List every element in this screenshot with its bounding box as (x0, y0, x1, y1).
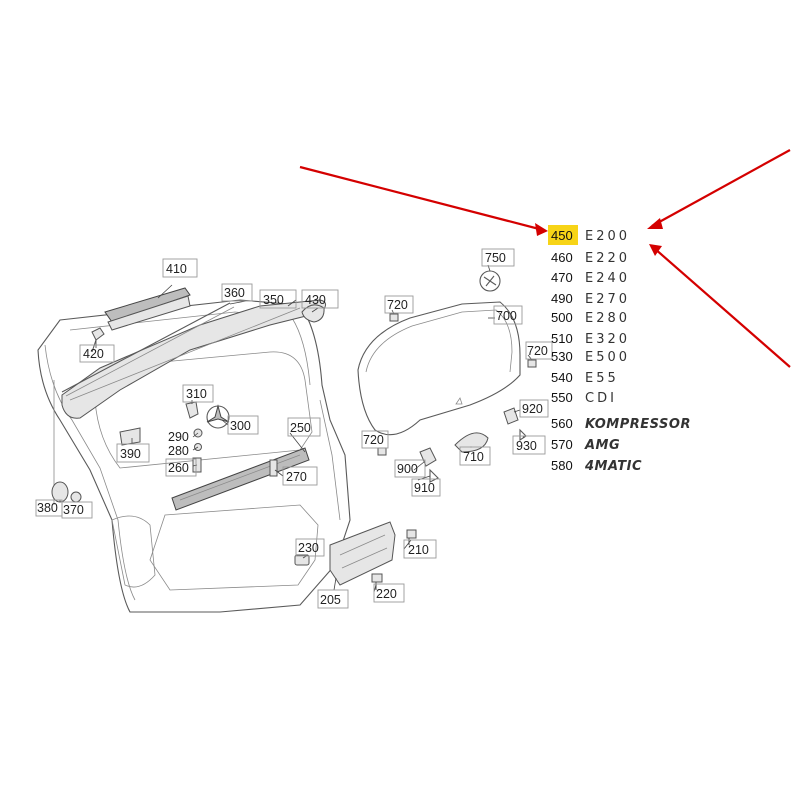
callout-280: 280 (168, 444, 189, 458)
arrow-head-top-right (647, 218, 663, 229)
badge-number-470: 470 (551, 270, 573, 285)
callout-230: 230 (298, 541, 319, 555)
callout-720-left: 720 (363, 433, 384, 447)
badge-text-540: E55 (585, 371, 619, 386)
callout-250: 250 (290, 421, 311, 435)
badge-text-580: 4MATIC (584, 459, 642, 474)
badge-number-560: 560 (551, 416, 573, 431)
callout-310: 310 (186, 387, 207, 401)
callout-labels: 410 360 350 430 420 310 300 290 280 260 … (35, 248, 553, 609)
callout-720-top: 720 (387, 298, 408, 312)
callout-900: 900 (397, 462, 418, 476)
badge-text-570: AMG (584, 438, 620, 453)
callout-205: 205 (320, 593, 341, 607)
callout-930: 930 (516, 439, 537, 453)
callout-270: 270 (286, 470, 307, 484)
badge-number-570: 570 (551, 437, 573, 452)
highlight-arrows (299, 149, 791, 368)
callout-210: 210 (408, 543, 429, 557)
badge-text-490: E270 (585, 292, 630, 307)
badge-number-510: 510 (551, 331, 573, 346)
callout-260: 260 (168, 461, 189, 475)
badge-text-510: E320 (585, 332, 630, 347)
badge-text-470: E240 (585, 271, 630, 286)
badge-text-560: KOMPRESSOR (585, 417, 691, 432)
badge-list: 450 E200 460 E220 470 E240 490 E270 500 E280 510 E3… (548, 225, 691, 474)
callout-430: 430 (305, 293, 326, 307)
badge-number-540: 540 (551, 370, 573, 385)
callout-420: 420 (83, 347, 104, 361)
callout-220: 220 (376, 587, 397, 601)
callout-700: 700 (496, 309, 517, 323)
callout-910: 910 (414, 481, 435, 495)
callout-720-right: 720 (527, 344, 548, 358)
badge-text-460: E220 (585, 251, 630, 266)
badge-text-530: E500 (585, 350, 630, 365)
callout-710: 710 (463, 450, 484, 464)
callout-750: 750 (485, 251, 506, 265)
badge-number-500: 500 (551, 310, 573, 325)
arrow-head-bottom-right (649, 244, 662, 256)
callout-300: 300 (230, 419, 251, 433)
callout-370: 370 (63, 503, 84, 517)
callout-410: 410 (166, 262, 187, 276)
callout-390: 390 (120, 447, 141, 461)
callout-920: 920 (522, 402, 543, 416)
badge-number-450: 450 (551, 228, 573, 243)
badge-number-460: 460 (551, 250, 573, 265)
tailgate-assembly (37, 287, 417, 613)
arrow-head-left (535, 223, 548, 236)
badge-number-490: 490 (551, 291, 573, 306)
badge-highlight (548, 225, 578, 245)
callout-290: 290 (168, 430, 189, 444)
badge-text-500: E280 (585, 311, 630, 326)
badge-number-550: 550 (551, 390, 573, 405)
badge-number-580: 580 (551, 458, 573, 473)
callout-380: 380 (37, 501, 58, 515)
callout-360: 360 (224, 286, 245, 300)
callout-350: 350 (263, 293, 284, 307)
badge-number-530: 530 (551, 349, 573, 364)
badge-text-550: CDI (585, 391, 617, 406)
badge-text-450: E200 (585, 229, 630, 244)
